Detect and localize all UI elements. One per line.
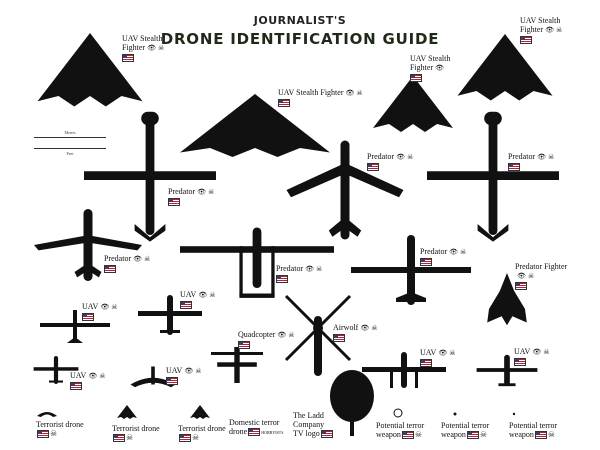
label-uav-1: UAV👁☠: [82, 302, 117, 321]
scale-feet-label: Feet: [66, 151, 74, 156]
dot-icon: [453, 412, 457, 416]
label-potential-3: Potential terror weapon☠: [509, 421, 558, 440]
small-uav-icon: [130, 366, 176, 388]
label-predator-6: Predator👁☠: [420, 247, 466, 266]
bird-icon: [37, 412, 57, 417]
small-uav-icon: [40, 310, 110, 343]
small-uav-icon: [362, 352, 446, 388]
label-uav-6: UAV👁☠: [514, 347, 549, 366]
label-ladd: The Ladd Company TV logo: [293, 411, 335, 439]
label-uav-5: UAV👁☠: [420, 348, 455, 367]
label-stealth-tr: UAV Stealth Fighter👁☠: [520, 16, 580, 44]
label-uav-2: UAV👁☠: [180, 290, 215, 309]
label-stealth-wide: UAV Stealth Fighter👁☠: [278, 88, 363, 107]
predator-drone-icon: [427, 111, 559, 242]
predator-drone-icon: [487, 273, 527, 326]
label-uav-3: UAV👁☠: [70, 371, 105, 390]
label-potential-2: Potential terror weapon☠: [441, 421, 490, 440]
label-predator-3: Predator👁☠: [508, 152, 554, 171]
label-uav-4: UAV👁☠: [166, 366, 201, 385]
label-predator-2: Predator👁☠: [367, 152, 413, 171]
predator-drone-icon: [180, 227, 334, 298]
flying-wing-icon: [373, 76, 453, 132]
dot-icon: [512, 412, 516, 416]
target-icon: [393, 408, 403, 418]
flying-wing-icon: [190, 405, 210, 419]
helicopter-icon: [284, 294, 352, 376]
label-terrorist-3: Terrorist drone☠: [178, 424, 226, 443]
label-predator-fighter: Predator Fighter👁☠: [515, 262, 575, 290]
predator-drone-icon: [351, 235, 471, 305]
label-quadcopter: Quadcopter👁☠: [238, 330, 295, 349]
predator-drone-icon: [286, 140, 404, 240]
label-stealth-mid: UAV Stealth Fighter👁: [410, 54, 470, 82]
predator-drone-icon: [33, 209, 142, 281]
scale-bar: Meters Feet: [34, 130, 106, 156]
label-predator-5: Predator👁☠: [276, 264, 322, 283]
label-predator-1: Predator👁☠: [168, 187, 214, 206]
quadcopter-icon: [211, 352, 263, 355]
label-predator-4: Predator👁☠: [104, 254, 150, 273]
label-airwolf: Airwolf👁☠: [333, 323, 378, 342]
small-uav-icon: [217, 347, 257, 383]
scale-meters-label: Meters: [64, 130, 76, 135]
label-stealth-tl: UAV Stealth Fighter👁☠: [122, 34, 180, 62]
small-uav-icon: [476, 354, 538, 387]
title-line2: DRONE IDENTIFICATION GUIDE: [160, 30, 440, 48]
label-terrorist-2: Terrorist drone☠: [112, 424, 160, 443]
flying-wing-icon: [117, 405, 137, 419]
label-potential-1: Potential terror weapon☠: [376, 421, 425, 440]
label-terrorist-1: Terrorist drone☠: [36, 420, 84, 439]
title-line1: JOURNALIST'S: [253, 14, 347, 27]
tree-icon: [330, 370, 374, 436]
